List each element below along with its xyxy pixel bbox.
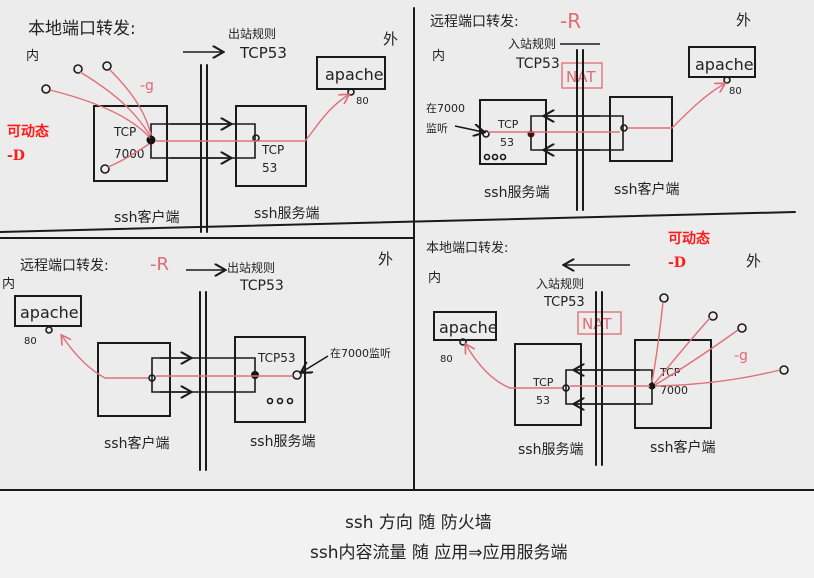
outside-label: 外 <box>378 250 393 268</box>
annotation-D-flag: -D <box>668 255 686 271</box>
ssh-server-label: ssh服务端 <box>250 434 315 450</box>
remote-flag: -R <box>560 9 581 33</box>
ssh-client-box <box>609 96 673 162</box>
client-port-label: TCP <box>659 366 681 379</box>
ssh-client-box <box>634 339 712 429</box>
quadrant-remote-forward-1: 远程端口转发: -R 内 入站规则 TCP53 NAT 外 apache 80 … <box>426 9 756 211</box>
quadrant-title: 远程端口转发: <box>430 14 519 30</box>
server-port-number: 53 <box>262 161 277 175</box>
ssh-client-box <box>97 342 171 417</box>
listen-label: 在7000 <box>426 102 465 115</box>
inside-label: 内 <box>428 270 441 286</box>
quadrant-remote-forward-2: 远程端口转发: -R 内 出站规则 TCP53 外 apache 80 TCP5… <box>2 250 393 471</box>
server-port-label: TCP53 <box>257 351 296 365</box>
summary-direction: ssh 方向 随 防火墙 <box>345 513 492 533</box>
apache-port: 80 <box>729 86 742 97</box>
firewall-rule-port: TCP53 <box>239 278 284 294</box>
apache-label: apache <box>439 318 498 337</box>
ssh-server-label: ssh服务端 <box>254 206 319 222</box>
ssh-server-box <box>514 343 582 426</box>
ssh-server-box <box>234 336 306 423</box>
server-port-label: TCP <box>497 118 519 131</box>
firewall-rule-port: TCP53 <box>239 44 287 62</box>
inside-label: 内 <box>432 48 445 64</box>
firewall-rule-label: 出站规则 <box>228 26 276 41</box>
ssh-client-box <box>93 105 168 182</box>
nat-label: NAT <box>582 315 612 333</box>
client-port-label: TCP <box>113 125 136 139</box>
firewall-rule-label: 入站规则 <box>536 276 584 291</box>
annotation-dynamic: 可动态 <box>7 123 49 140</box>
ssh-server-label: ssh服务端 <box>518 442 583 458</box>
apache-box <box>14 295 82 327</box>
gateway-flag: -g <box>140 78 154 94</box>
nat-label: NAT <box>566 68 596 86</box>
ssh-client-label: ssh客户端 <box>114 209 179 226</box>
annotation-dynamic: 可动态 <box>668 230 710 247</box>
remote-flag: -R <box>150 254 169 275</box>
listen-label-2: 监听 <box>426 122 448 135</box>
quadrant-local-forward-2: 本地端口转发: 内 入站规则 TCP53 NAT 外 apache 80 TCP… <box>426 230 789 466</box>
server-port-number: 53 <box>536 394 550 407</box>
apache-port: 80 <box>24 336 37 347</box>
firewall-rule-port: TCP53 <box>543 295 585 310</box>
server-port-label: TCP <box>532 376 554 389</box>
quadrant-local-forward-1: 本地端口转发: 内 出站规则 TCP53 外 apache 80 TCP 700… <box>7 19 398 233</box>
ssh-client-label: ssh客户端 <box>104 435 169 452</box>
firewall-rule-label: 出站规则 <box>227 260 275 275</box>
ssh-server-box <box>235 105 307 187</box>
server-port-label: TCP <box>261 143 284 157</box>
listen-label: 在7000监听 <box>330 347 391 360</box>
gateway-flag: -g <box>734 348 748 364</box>
quadrant-title: 本地端口转发: <box>28 19 136 39</box>
apache-port: 80 <box>356 96 369 107</box>
ssh-client-label: ssh客户端 <box>614 181 679 198</box>
apache-label: apache <box>695 55 754 74</box>
server-port-number: 53 <box>500 136 514 149</box>
ssh-server-label: ssh服务端 <box>484 185 549 201</box>
inside-label: 内 <box>26 48 39 64</box>
ssh-client-label: ssh客户端 <box>650 439 715 456</box>
quadrant-title: 本地端口转发: <box>426 240 508 256</box>
annotation-D-flag: -D <box>7 148 25 164</box>
apache-label: apache <box>20 303 79 322</box>
outside-label: 外 <box>736 11 751 29</box>
firewall-rule-label: 入站规则 <box>508 36 556 51</box>
summary-content-flow: ssh内容流量 随 应用⇒应用服务端 <box>310 543 568 563</box>
outside-label: 外 <box>746 252 761 270</box>
apache-label: apache <box>325 65 384 84</box>
apache-port: 80 <box>440 354 453 365</box>
inside-label: 内 <box>2 276 15 292</box>
client-port-number: 7000 <box>114 147 145 161</box>
firewall-rule-port: TCP53 <box>515 56 560 72</box>
client-port-number: 7000 <box>660 384 688 397</box>
outside-label: 外 <box>383 30 398 48</box>
horizontal-divider-right <box>0 211 796 233</box>
quadrant-title: 远程端口转发: <box>20 258 109 274</box>
